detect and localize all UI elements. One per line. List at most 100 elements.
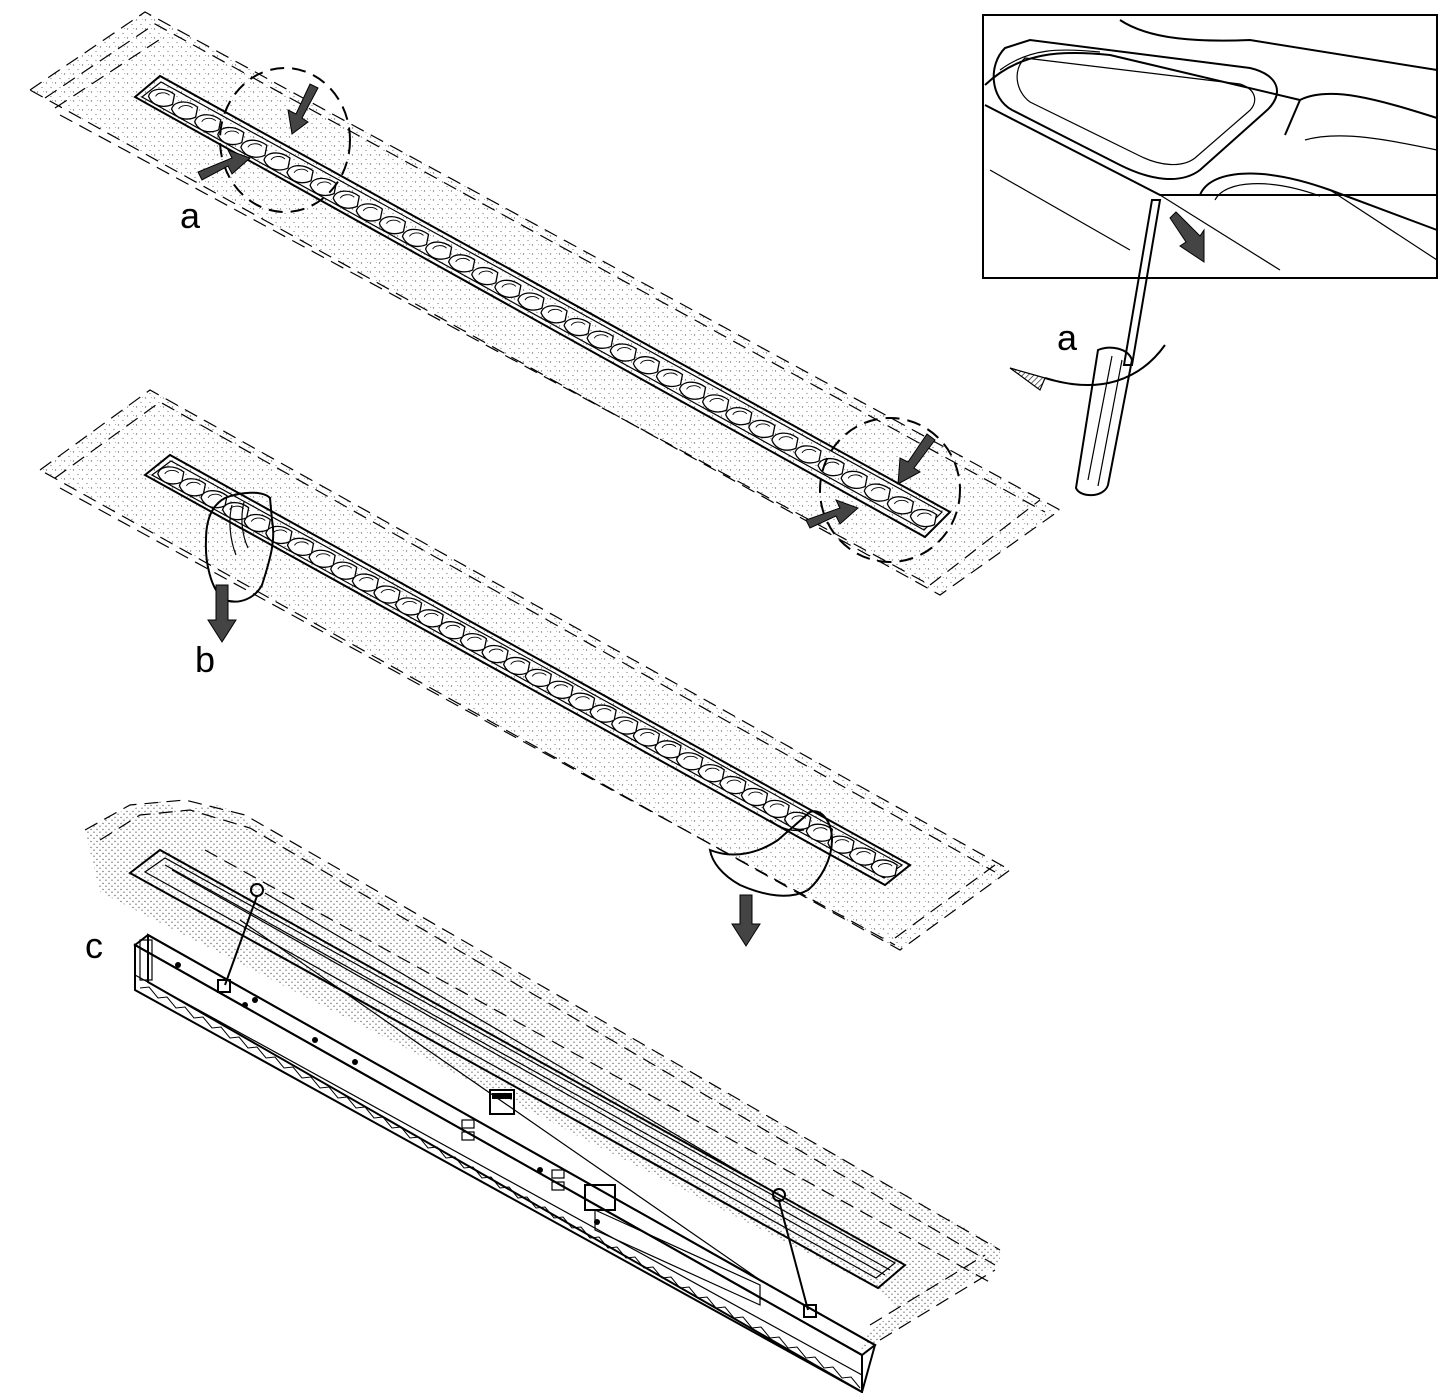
louvre-cell [438,621,466,640]
louvre-cell [481,644,509,664]
louvre-cell-shading [432,245,447,250]
louvre-cell [286,537,315,556]
louvre-cell-shading [455,257,471,263]
louvre-cell-shading [575,696,590,701]
louvre-cell [632,356,661,375]
louvre-cell [909,508,938,528]
suspension-wires [217,883,817,1318]
louvre-cell-shading [501,283,517,288]
louvre-cell-shading [423,612,439,618]
louvre-cell [863,483,891,502]
louvre-cell-shading [250,517,266,522]
louvre-cell [611,716,639,735]
louvre-cell-shading [553,684,569,689]
louvre-cell-shading [155,92,170,97]
louvre-cell-shading [639,359,655,365]
louvre-cell-shading [293,168,309,174]
louvre-cell-shading [339,194,355,199]
louvre-cell-shading [524,296,540,301]
louvre-cell-shading [704,767,720,773]
louvre-cell-shading [510,660,526,665]
louvre-cell [886,496,915,515]
louvre-cell-shading [186,481,201,487]
louvre-cell [748,419,776,438]
louvre-cell [200,490,228,509]
serration-edge [139,986,861,1389]
louvre-cell-shading [402,601,417,606]
louvre-cell-shading [178,105,193,110]
louvre-cell [459,633,488,652]
rotate-arrow-icon [1009,344,1166,391]
louvre-cell [675,752,704,771]
louvre-cell-shading [663,372,678,377]
louvre-cell-shading [386,219,401,224]
detail-inset [982,14,1438,279]
hand-left-icon [204,491,275,603]
louvre-cell-shading [824,461,840,466]
press-arrows-top-right [805,433,936,529]
louvre-cell-shading [596,708,612,713]
louvre-cell-shading [547,308,563,314]
louvre-cell [546,680,574,699]
louvre-cell [240,139,268,158]
louvre-cell [848,847,877,866]
louvre-cell [870,859,898,878]
louvre-cell-shading [478,270,494,275]
louvre-cell-shading [488,648,504,653]
louvre-cell-shading [294,541,309,546]
louvre-cell [654,740,682,759]
louvre-cell-shading [812,827,828,832]
luminaire-housing [133,933,877,1393]
louvre-cell-shading [834,839,850,844]
luminaire-top [133,74,952,539]
louvre-cell [540,305,568,324]
louvre-cell [217,126,245,146]
hand-right-icon [708,810,834,897]
louvre-cell-shading [778,436,794,441]
louvre-cell-shading [445,624,461,630]
louvre-cell-shading [686,385,701,390]
louvre-cell [263,152,291,171]
louvre-cells-middle [157,466,898,878]
pull-arrow-left [207,584,237,643]
louvre-cell-shading [315,553,331,558]
louvre-cell [701,394,730,413]
louvre-cell [448,254,476,273]
louvre-cell-shading [201,117,217,123]
louvre-cell [286,165,314,184]
detail-circle-top-right [819,417,961,563]
louvre-cell [355,203,384,222]
louvre-cell [157,466,185,485]
louvre-cell-shading [893,499,909,505]
louvre-cell-shading [917,512,932,517]
louvre-cell-shading [709,398,724,403]
louvre-cell-shading [224,130,240,135]
recess-opening [128,848,907,1290]
louvre-cell [147,88,176,107]
louvre-cell [401,228,430,247]
louvre-cell [719,776,747,795]
louvre-cell [178,478,207,497]
louvre-cell [771,432,799,451]
louvre-cell [517,292,545,311]
louvre-cell [589,704,617,723]
louvre-cell [740,787,769,807]
louvre-cell-shading [467,636,482,641]
louvre-cell [308,549,336,568]
louvre-cell-shading [362,207,378,212]
louvre-cell-shading [683,755,698,761]
pull-arrow-right [731,894,761,947]
louvre-cell-shading [726,779,742,784]
louvre-cell [503,656,531,676]
louvre-cell [524,668,553,687]
screwdriver-icon [1074,199,1162,497]
louvre-cell [332,190,360,209]
louvre-cell-shading [380,589,396,594]
louvre-cell-shading [593,334,609,339]
louvre-cell [394,597,423,616]
louvre-cell-shading [270,156,286,161]
louvre-cell [424,241,453,260]
louvre-cell [655,368,684,388]
louvre-cell [678,381,707,400]
